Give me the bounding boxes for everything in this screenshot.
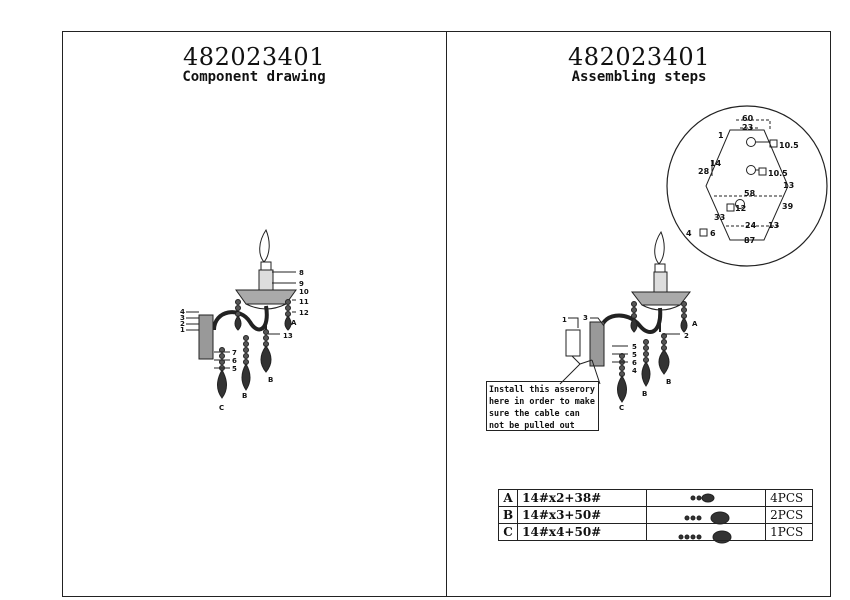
detail-dim: 33	[714, 213, 725, 222]
detail-dim: 10.5	[779, 141, 799, 150]
part-number: 7	[232, 349, 237, 357]
drop-letter: B	[642, 390, 647, 398]
part-number: 10	[299, 288, 309, 296]
assembly-callout: 6	[632, 359, 637, 367]
table-row: C 14#x4+50# 1PCS	[497, 523, 814, 541]
assembly-callout: 5	[632, 351, 637, 359]
detail-dim: 58	[744, 189, 756, 198]
drop-letter: B	[242, 392, 247, 400]
assembly-callout: 2	[684, 332, 689, 340]
drop-letter: B	[268, 376, 273, 384]
pendant-icon	[646, 506, 767, 524]
detail-dim: 12	[735, 204, 746, 213]
assembly-callout: 4	[632, 367, 637, 375]
row-spec: 14#x4+50#	[517, 523, 648, 541]
panel-divider	[446, 31, 447, 597]
drop-letter: C	[219, 404, 224, 412]
table-row: B 14#x3+50# 2PCS	[497, 506, 814, 524]
pendant-icon	[646, 489, 767, 507]
row-spec: 14#x3+50#	[517, 506, 648, 524]
part-number: 5	[232, 365, 237, 373]
drop-letter: C	[619, 404, 624, 412]
left-title-block: 482023401 Component drawing	[62, 44, 446, 85]
part-number: 2	[180, 320, 185, 328]
note-line: Install this asserory	[489, 384, 595, 394]
drop-letter: B	[666, 378, 671, 386]
detail-dim: 6	[710, 229, 716, 238]
row-qty: 4PCS	[765, 489, 814, 507]
part-number: 4	[180, 308, 185, 316]
row-key: C	[497, 523, 519, 541]
part-number: 9	[299, 280, 304, 288]
pendant-table: A 14#x2+38# 4PCS B 14#x3+50# 2PCS C 14#x…	[497, 489, 814, 541]
detail-dim: 1	[718, 131, 724, 140]
note-line: sure the cable can	[489, 408, 580, 418]
row-spec: 14#x2+38#	[517, 489, 648, 507]
row-key: A	[497, 489, 519, 507]
detail-dim: 39	[782, 202, 794, 211]
table-row: A 14#x2+38# 4PCS	[497, 489, 814, 507]
part-number: 3	[180, 314, 185, 322]
drop-letter: A	[692, 320, 698, 328]
part-number: 13	[283, 332, 293, 340]
detail-dim: 28	[698, 167, 710, 176]
right-subtitle: Assembling steps	[571, 69, 707, 85]
detail-dim: 23	[742, 123, 753, 132]
note-line: not be pulled out	[489, 420, 575, 430]
drop-letter: A	[291, 319, 297, 327]
detail-dim: 4	[686, 229, 692, 238]
row-qty: 2PCS	[765, 506, 814, 524]
right-product-code: 482023401	[568, 43, 710, 71]
row-qty: 1PCS	[765, 523, 814, 541]
left-product-code: 482023401	[183, 43, 325, 71]
detail-dim: 13	[783, 181, 794, 190]
install-note: Install this asserory here in order to m…	[486, 381, 599, 431]
assembly-callout: 3	[583, 314, 588, 322]
detail-dim: 60	[742, 114, 754, 123]
left-subtitle: Component drawing	[182, 69, 326, 85]
assembly-callout: 5	[632, 343, 637, 351]
pendant-icon	[646, 523, 767, 541]
part-number: 8	[299, 269, 304, 277]
part-number: 6	[232, 357, 237, 365]
detail-dim: 24	[745, 221, 757, 230]
part-number: 1	[180, 326, 185, 334]
note-line: here in order to make	[489, 396, 595, 406]
detail-dim: 14	[710, 159, 722, 168]
detail-dim: 87	[744, 236, 755, 245]
detail-dim: 13	[768, 221, 779, 230]
right-title-block: 482023401 Assembling steps	[447, 44, 831, 85]
detail-dim: 10.5	[768, 169, 788, 178]
part-number: 11	[299, 298, 309, 306]
row-key: B	[497, 506, 519, 524]
assembly-callout: 1	[562, 316, 567, 324]
part-number: 12	[299, 309, 309, 317]
